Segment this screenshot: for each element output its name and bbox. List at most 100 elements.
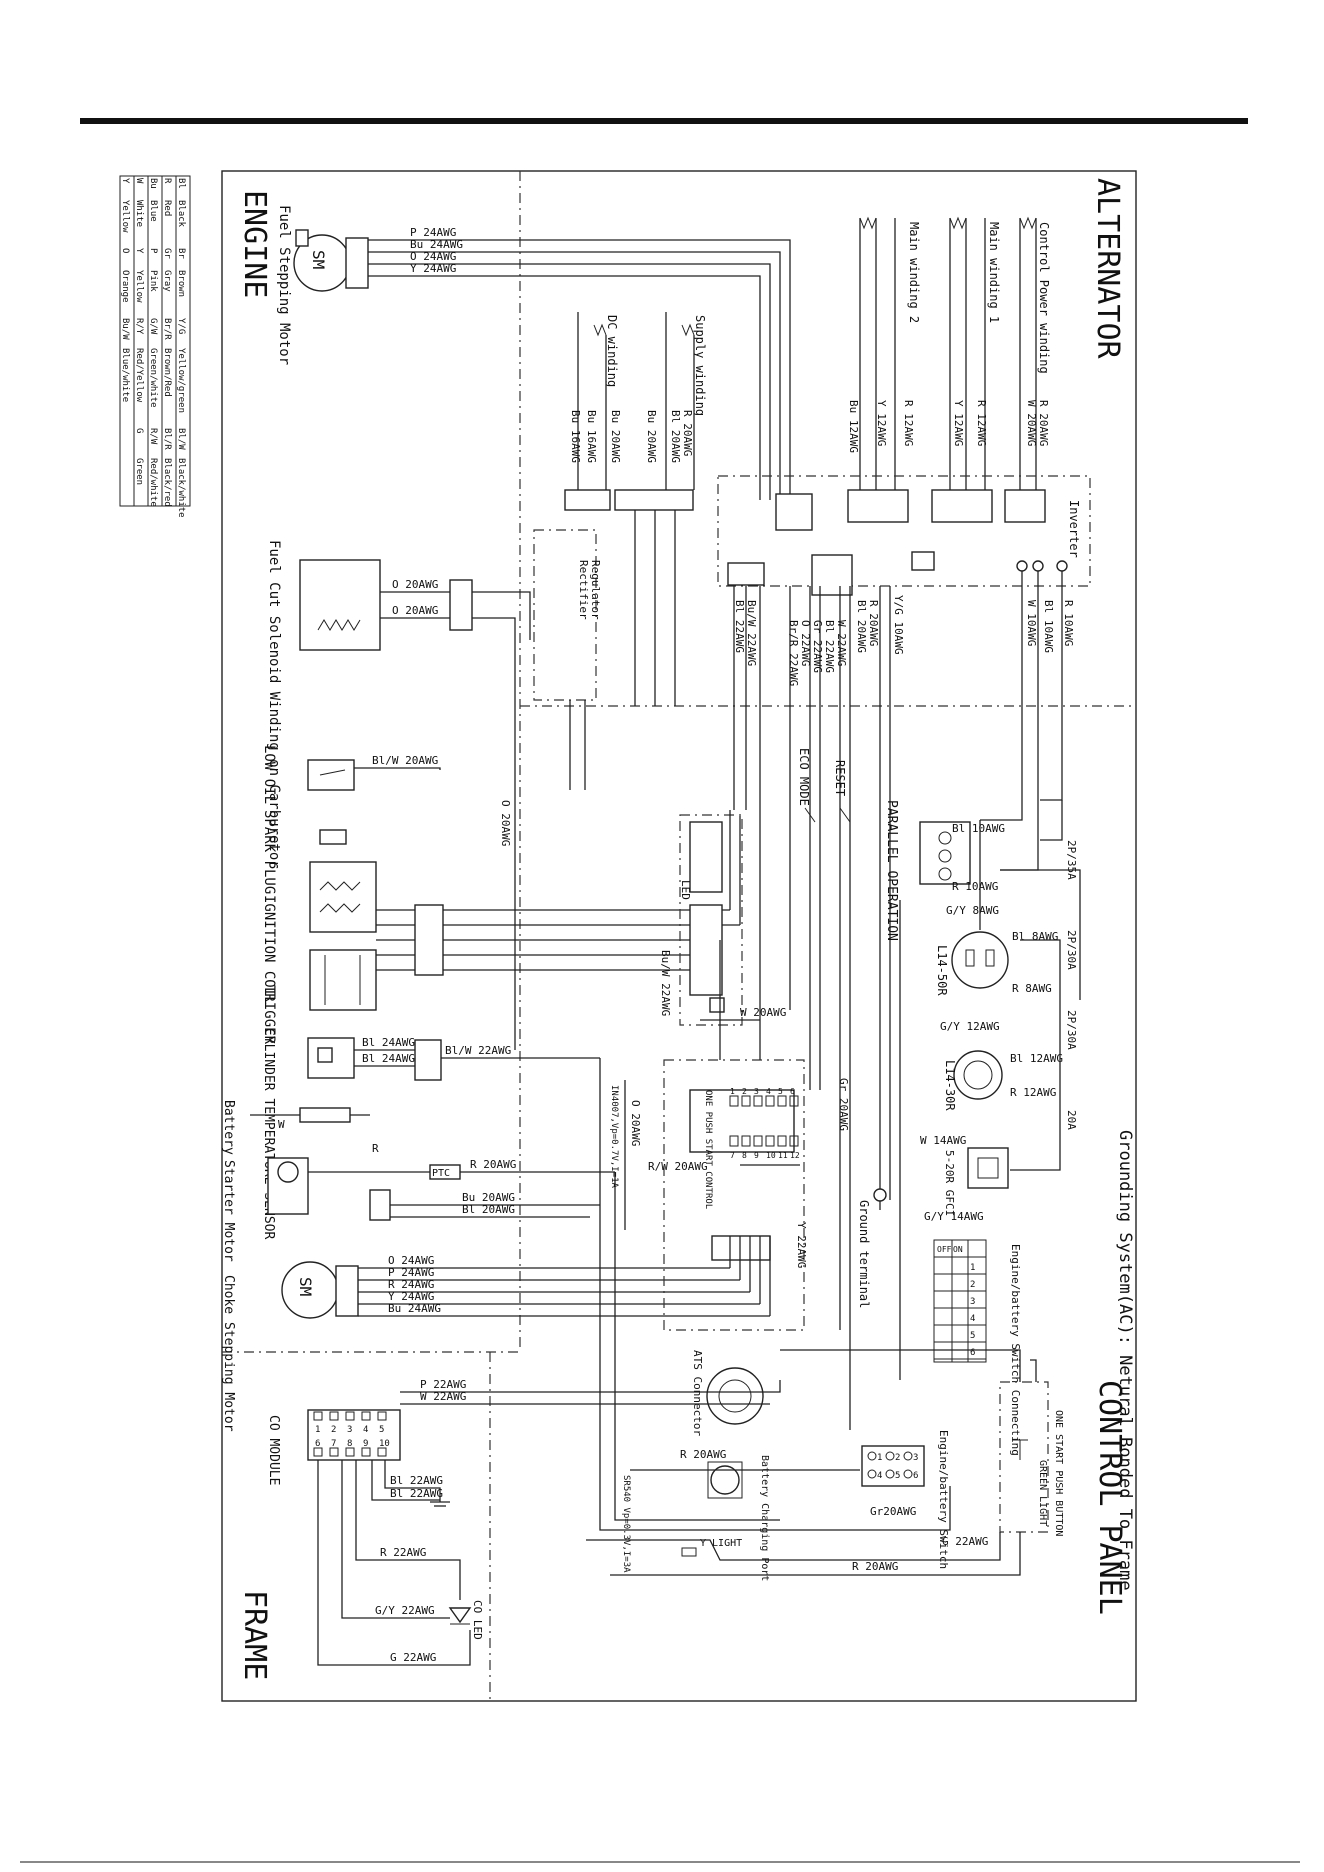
inverter-label: Inverter — [1067, 500, 1081, 558]
alt-w22: Bl 20AWG — [855, 600, 868, 653]
one-push-pin-label: 10 — [766, 1151, 776, 1160]
one-push-pin — [753, 1095, 763, 1107]
one-push-pin — [765, 1135, 775, 1147]
main-winding-1-label: Main winding 1 — [987, 222, 1001, 323]
section-engine: ENGINE — [237, 190, 272, 298]
low-oil-wire: Bl/W 20AWG — [372, 754, 438, 767]
l14-50-label: L14-50R — [935, 945, 949, 996]
choke-wire-y: Y 24AWG — [388, 1290, 434, 1303]
cyl-wire-1: Bl 24AWG — [362, 1036, 415, 1049]
co-pin-label: 1 — [315, 1425, 320, 1435]
ground-terminal-label: Ground terminal — [857, 1200, 871, 1308]
legend-cell: W — [134, 178, 144, 184]
alt-w1: W 20AWG — [1025, 400, 1038, 446]
co-pin — [377, 1447, 387, 1457]
color-legend: BlBlackBrBrownY/GYellow/greenBl/WBlack/w… — [119, 175, 191, 518]
switch-label: Engine/battery Switch — [937, 1430, 950, 1569]
fuel-wire-o: O 24AWG — [410, 250, 456, 263]
co-pin — [377, 1411, 387, 1421]
co-wire-bl1: Bl 22AWG — [390, 1474, 443, 1487]
alt-w21: R 20AWG — [867, 600, 880, 646]
ptc-label: PTC — [432, 1168, 450, 1179]
co-wire-gy: G/Y 22AWG — [375, 1604, 435, 1617]
low-oil-label: LOW OIL — [261, 745, 277, 804]
diode-label: IN4007,Vp=0.7V,I=1A — [609, 1085, 619, 1189]
starter-wire-bl: Bl 20AWG — [462, 1203, 515, 1216]
battery-w: W — [278, 1118, 285, 1131]
co-pin-label: 2 — [331, 1425, 336, 1435]
co-wire-p: P 22AWG — [420, 1378, 466, 1391]
cp-wire-10: R 12AWG — [1010, 1086, 1056, 1099]
switch-pin — [885, 1469, 895, 1479]
alt-w3: R 12AWG — [975, 400, 988, 446]
alt-w7: Bu 12AWG — [847, 400, 860, 453]
trigger-label: TRIGGER — [261, 985, 277, 1045]
legend-cell: Yellow — [120, 200, 130, 233]
alt-w13: Bu 16AWG — [569, 410, 582, 463]
co-pin-label: 10 — [379, 1439, 390, 1449]
choke-stepping-motor: SM Choke Stepping Motor O 24AWG P 24AWG … — [221, 1254, 770, 1432]
alt-w6: Y 12AWG — [875, 400, 888, 446]
switch-col: 5 — [970, 1331, 975, 1341]
fuel-motor-label: Fuel Stepping Motor — [276, 205, 292, 365]
parallel-label: PARALLEL OPERATION — [884, 800, 899, 941]
legend-cell: Blue — [148, 200, 158, 222]
legend-cell: P — [148, 248, 158, 254]
switch-pin — [885, 1451, 895, 1461]
fuel-wire-y: Y 24AWG — [410, 262, 456, 275]
cp-wire-17: R/W 20AWG — [648, 1160, 708, 1173]
cylinder-temp-sensor: CYLINDER TEMPERATURE SENSOR Bl 24AWG Bl … — [261, 1028, 600, 1239]
legend-cell: Brown — [176, 270, 186, 297]
alt-w26: O 22AWG — [799, 620, 812, 666]
one-push-pin — [741, 1135, 751, 1147]
legend-cell: Red — [162, 200, 172, 216]
co-pin — [313, 1447, 323, 1457]
co-pin — [345, 1447, 355, 1457]
alt-w28: Bu/W 22AWG — [745, 600, 758, 666]
legend-cell: Bl/W — [176, 428, 186, 450]
legend-cell: R/Y — [134, 318, 144, 335]
legend-cell: Black — [176, 200, 186, 228]
spark-plug-label: SPARK PLUG — [261, 810, 277, 894]
switch-pin — [867, 1469, 877, 1479]
reset-label: RESET — [833, 760, 847, 796]
fuel-cut-label: Fuel Cut Solenoid Winding on Carburetor — [266, 540, 282, 869]
fuel-wire-bu: Bu 24AWG — [410, 238, 463, 251]
switch-col: 6 — [970, 1348, 975, 1358]
legend-cell: Pink — [148, 270, 158, 292]
dc-winding-label: DC winding — [605, 315, 619, 387]
alt-w29: Bl 22AWG — [733, 600, 746, 653]
legend-cell: G — [134, 428, 144, 433]
one-push-pin — [729, 1135, 739, 1147]
one-start-btn-label: ONE START PUSH BUTTON — [1053, 1410, 1064, 1536]
bu-w-22: Bu/W 22AWG — [659, 950, 672, 1016]
switch-col: 3 — [970, 1297, 975, 1307]
inverter-output-wires: R 10AWG Bl 10AWG W 10AWG Y/G 10AWG R 20A… — [733, 571, 1075, 1200]
switch-col: 1 — [970, 1263, 975, 1273]
control-winding-label: Control Power winding — [1037, 222, 1051, 374]
choke-wire-o: O 24AWG — [388, 1254, 434, 1267]
legend-cell: Black/white — [176, 458, 186, 518]
one-push-label: ONE PUSH START CONTROL — [703, 1090, 713, 1209]
co-pin — [329, 1447, 339, 1457]
alternator-windings: Control Power winding Main winding 1 Mai… — [847, 216, 1051, 490]
one-push-pin-label: 7 — [730, 1151, 735, 1160]
alt-w10: Bu 20AWG — [645, 410, 658, 463]
supply-dc-winding: Supply winding DC winding Rectifier Regu… — [533, 312, 707, 790]
fuel-stepping-motor: SM Fuel Stepping Motor — [276, 205, 369, 365]
one-push-pin-label: 6 — [790, 1087, 795, 1096]
one-push-pin-label: 9 — [754, 1151, 759, 1160]
cyl-wire-2: Bl 24AWG — [362, 1052, 415, 1065]
switch-pin-label: 2 — [895, 1453, 900, 1463]
starter-label: Starter Motor — [221, 1160, 236, 1262]
co-wire-bl2: Bl 22AWG — [390, 1487, 443, 1500]
ignition-components: LOW OIL SPARK PLUG IGNITION COIL TRIGGER… — [261, 745, 740, 1045]
l14-30-label: L14-30R — [943, 1060, 957, 1111]
alt-w8: R 20AWG — [681, 410, 694, 456]
legend-cell: Yellow — [134, 270, 144, 303]
battery-starter: Battery W Starter Motor R PTC R 20AWG Bu… — [221, 1100, 615, 1262]
cp-wire-16: W 20AWG — [740, 1006, 786, 1019]
alt-w27: Br/R 22AWG — [787, 620, 800, 686]
led-label: LED — [679, 880, 692, 900]
